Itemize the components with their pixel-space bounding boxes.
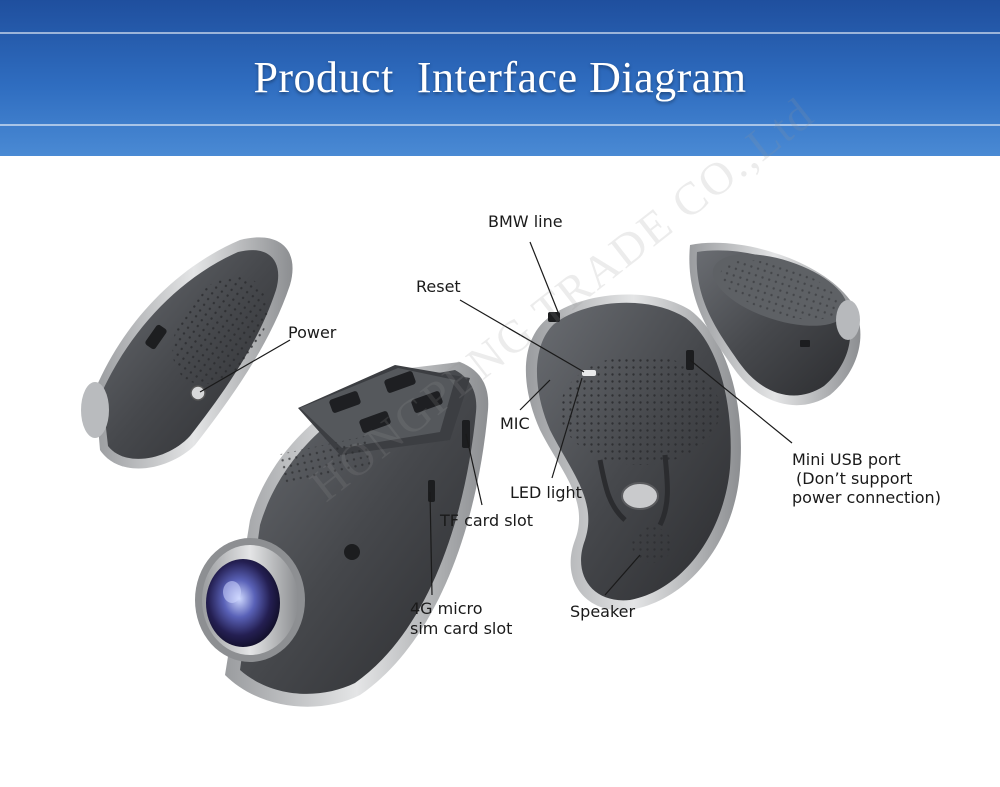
device-left-view	[81, 237, 293, 469]
leader-sim-slot	[429, 491, 433, 596]
label-usb-note-1: (Don’t support	[796, 469, 913, 488]
leader-speaker	[604, 554, 641, 596]
label-led-light: LED light	[510, 483, 582, 502]
page-title: Product Interface Diagram	[253, 53, 747, 102]
label-power: Power	[288, 323, 337, 342]
device-back-view	[525, 294, 741, 611]
label-tf-card-slot: TF card slot	[440, 511, 534, 530]
label-sim-slot-2: sim card slot	[410, 619, 513, 638]
label-mic: MIC	[500, 414, 530, 433]
leader-mic	[519, 379, 551, 411]
device-right-view	[689, 242, 861, 406]
label-speaker: Speaker	[570, 602, 636, 621]
label-bmw-line: BMW line	[488, 212, 563, 231]
leader-led-light	[551, 377, 583, 479]
label-usb-note-2: power connection)	[792, 488, 941, 507]
device-front-view	[195, 362, 489, 707]
banner-top-rule	[0, 32, 1000, 34]
leader-reset	[459, 299, 585, 373]
header-banner: Product Interface Diagram	[0, 0, 1000, 156]
banner-bottom-rule	[0, 124, 1000, 126]
leader-tf-card	[465, 433, 483, 506]
label-reset: Reset	[416, 277, 461, 296]
label-mini-usb-port: Mini USB port	[792, 450, 901, 469]
leader-mini-usb	[689, 359, 793, 444]
leader-lines	[199, 241, 793, 596]
label-sim-slot-1: 4G micro	[410, 599, 483, 618]
leader-power	[199, 339, 291, 393]
leader-bmw-line	[529, 241, 559, 313]
